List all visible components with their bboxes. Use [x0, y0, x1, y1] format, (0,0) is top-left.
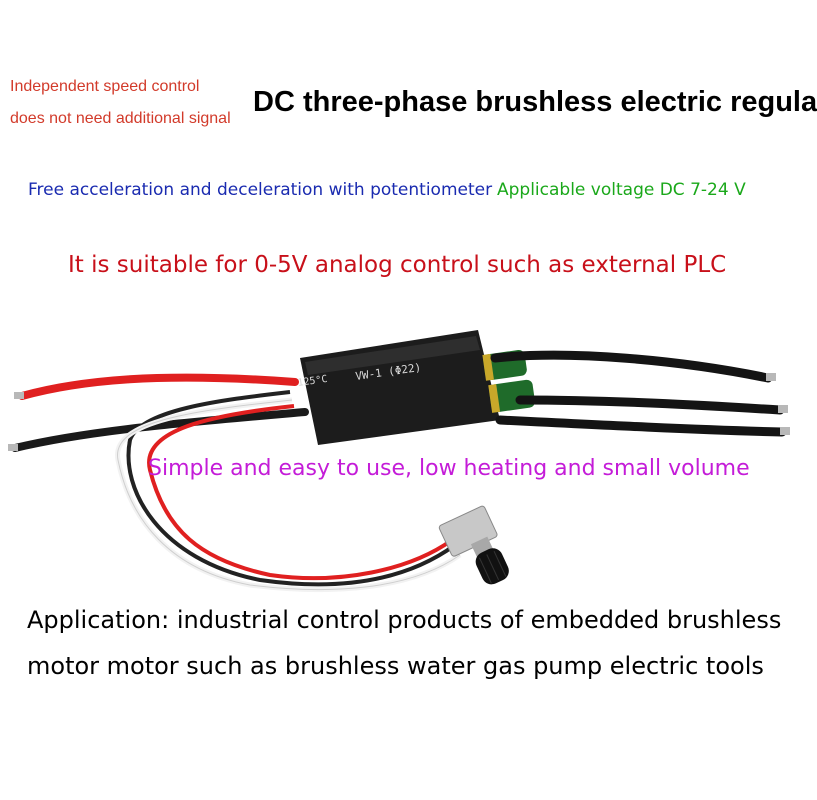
- potentiometer: [438, 505, 509, 585]
- motor-wire-a: [490, 350, 773, 383]
- application-line-2: motor motor such as brushless water gas …: [27, 652, 764, 680]
- white-signal-wire-outline: [117, 399, 461, 591]
- red-power-wire: [18, 373, 299, 400]
- signal-note: does not need additional signal: [10, 110, 231, 127]
- capacitor-band-top: [482, 353, 494, 381]
- motor-wire-c-tip: [780, 427, 790, 435]
- black-wire-tip: [8, 444, 18, 451]
- motor-wire-a-tip: [766, 373, 776, 381]
- red-signal-wire: [147, 404, 454, 581]
- voltage-feature: Applicable voltage DC 7-24 V: [497, 180, 746, 200]
- esc-temp-marking: 125°C: [297, 374, 328, 389]
- red-wire-tip: [14, 392, 24, 399]
- plc-note: It is suitable for 0-5V analog control s…: [68, 252, 727, 278]
- esc-body-highlight: [305, 336, 480, 375]
- potentiometer-feature: Free acceleration and deceleration with …: [28, 180, 493, 200]
- black-signal-wire: [126, 390, 457, 587]
- highlight-text: Simple and easy to use, low heating and …: [148, 456, 750, 481]
- speed-control-note: Independent speed control: [10, 78, 200, 95]
- product-title: DC three-phase brushless electric regula: [253, 86, 817, 118]
- esc-product-photo: 125°C VW-1 (Φ22): [8, 330, 790, 593]
- motor-wire-c: [495, 415, 787, 437]
- capacitor-band-bottom: [488, 384, 501, 413]
- motor-wire-b: [515, 395, 785, 415]
- motor-wire-b-tip: [778, 405, 788, 413]
- application-line-1: Application: industrial control products…: [27, 606, 782, 634]
